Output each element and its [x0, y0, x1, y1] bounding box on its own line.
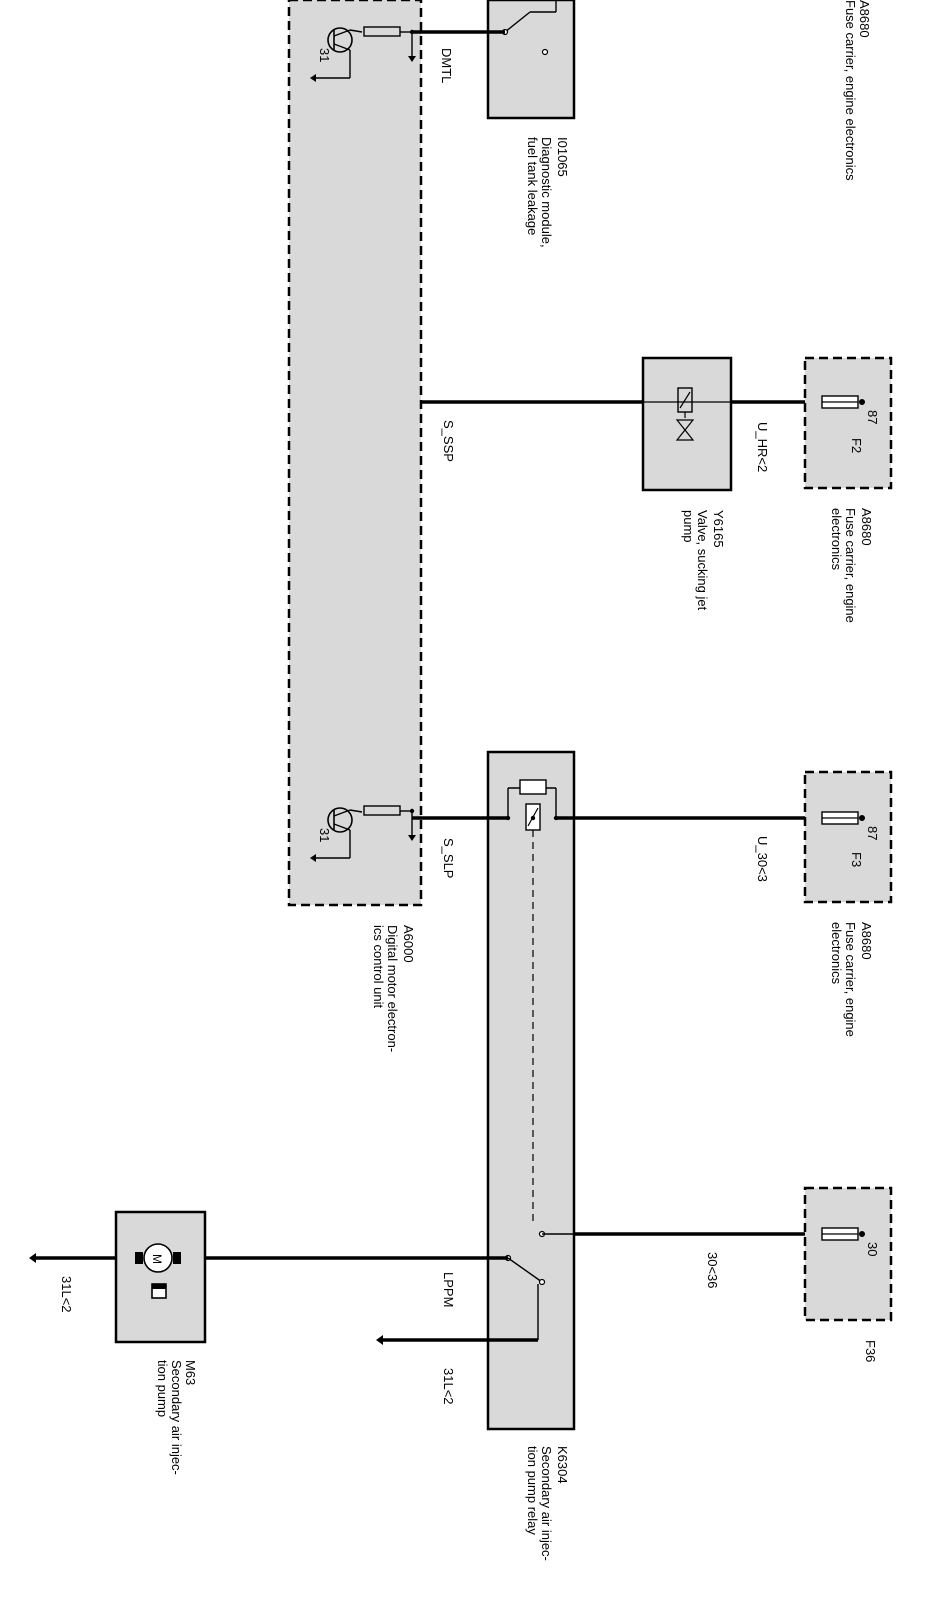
diag-module-name-line1: Diagnostic module,: [539, 137, 554, 248]
dme-output-transistor-bottom: [310, 805, 416, 862]
fuse-carrier-f2-box[interactable]: [803, 356, 893, 490]
wire-gnd-pump-label: 31L<2: [59, 1276, 74, 1313]
diag-module-name-line2: fuel tank leakage: [525, 137, 540, 235]
diag-module-id: I01065: [555, 137, 570, 177]
pump-motor-symbol: M: [150, 1254, 164, 1264]
fuse-f36-pin: 30: [865, 1242, 880, 1256]
dme-ground-pin-bottom: 31: [317, 828, 332, 842]
dme-id: A6000: [401, 925, 416, 963]
wire-gnd-relay-label: 31L<2: [441, 1368, 456, 1405]
fuse-f36-id: F36: [863, 1340, 878, 1362]
dme-output-transistor-top: [310, 26, 416, 82]
valve-box[interactable]: [641, 356, 733, 492]
fuse-carrier-top-name: Fuse carrier, engine electronics: [843, 0, 858, 181]
fuse-carrier-f2-name-line1: Fuse carrier, engine: [843, 508, 858, 623]
relay-box[interactable]: [486, 750, 576, 1431]
fuse-f3-pin: 87: [865, 826, 880, 840]
pump-name-line2: tion pump: [155, 1360, 170, 1417]
fuse-f3-symbol: [821, 811, 865, 825]
wire-s-ssp-label: S_SSP: [441, 420, 456, 462]
pump-motor-icon: [135, 1243, 181, 1299]
pump-id: M63: [183, 1360, 198, 1385]
dme-ground-pin-top: 31: [317, 48, 332, 62]
fuse-f2-pin: 87: [865, 410, 880, 424]
wire-u-30-label: U_30<3: [755, 836, 770, 882]
fuse-f36-symbol: [821, 1227, 865, 1241]
dme-name-line2: ics control unit: [371, 925, 386, 1008]
wire-dmtl-label: DMTL: [439, 48, 454, 83]
relay-name-line2: tion pump relay: [525, 1446, 540, 1535]
fuse-f2-symbol: [821, 395, 865, 409]
valve-symbol: [675, 387, 695, 441]
fuse-f2-label: F2: [849, 438, 864, 453]
relay-id: K6304: [555, 1446, 570, 1484]
diag-module-box[interactable]: [486, 0, 576, 120]
valve-name-line1: Valve, sucking jet: [695, 510, 710, 611]
valve-name-line2: pump: [681, 510, 696, 543]
fuse-carrier-f2-id: A8680: [859, 508, 874, 546]
dme-name-line1: Digital motor electron-: [385, 925, 400, 1052]
relay-coil: [505, 779, 559, 831]
fuse-f36-box[interactable]: [803, 1186, 893, 1322]
fuse-carrier-f3-id: A8680: [859, 922, 874, 960]
fuse-carrier-f3-name-line1: Fuse carrier, engine: [843, 922, 858, 1037]
fuse-carrier-top-id: A8680: [857, 0, 872, 38]
wire-s-slp-label: S_SLP: [441, 838, 456, 878]
fuse-carrier-f2-name-line2: electronics: [829, 508, 844, 571]
fuse-f3-label: F3: [849, 852, 864, 867]
wire-30-36-label: 30<36: [705, 1252, 720, 1289]
relay-name-line1: Secondary air injec-: [539, 1446, 554, 1561]
fuse-carrier-f3-name-line2: electronics: [829, 922, 844, 985]
wire-u-hr-label: U_HR<2: [755, 422, 770, 472]
wire-lppm-label: LPPM: [441, 1272, 456, 1307]
relay-switch: [376, 1230, 574, 1345]
pump-box[interactable]: [114, 1210, 207, 1344]
valve-id: Y6165: [711, 510, 726, 548]
fuse-carrier-f3-box[interactable]: [803, 770, 893, 904]
dme-control-unit-box[interactable]: [287, 0, 423, 907]
pump-name-line1: Secondary air injec-: [169, 1360, 184, 1475]
